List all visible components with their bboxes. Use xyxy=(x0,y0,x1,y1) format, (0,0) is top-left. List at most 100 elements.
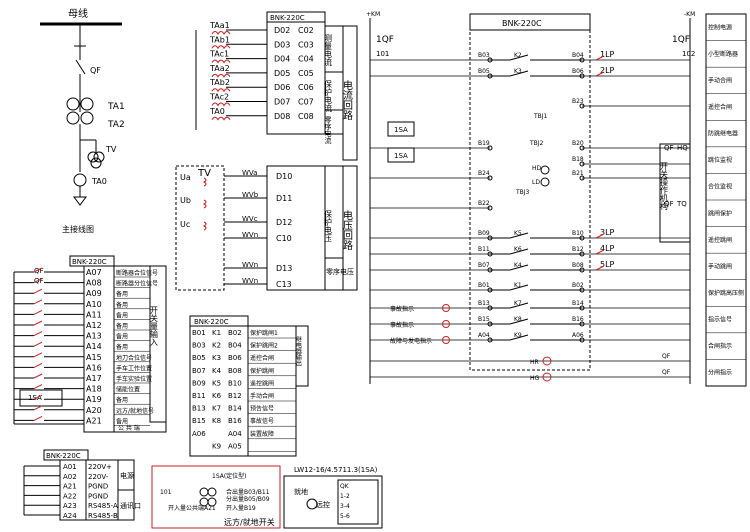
vt-prot-label: 保护电压 xyxy=(324,209,333,243)
pin-left-label: B09 xyxy=(478,230,490,237)
qf-b: QF xyxy=(664,200,674,208)
k-label: K7 xyxy=(514,300,522,307)
k-label: K6 xyxy=(514,246,522,253)
relay-term-b: B16 xyxy=(228,417,242,425)
uc-label: Uc xyxy=(180,220,190,229)
pin-left-label: B11 xyxy=(478,246,490,253)
ct-ta0: TA0 xyxy=(73,173,107,187)
qf-a: QF xyxy=(664,144,674,152)
relay-term-a: B05 xyxy=(192,354,206,362)
vt-term: D11 xyxy=(276,194,292,203)
lw-c1: 就地 xyxy=(294,487,308,496)
ua-label: Ua xyxy=(180,173,191,182)
ct-term-right: C03 xyxy=(298,40,314,49)
pin-right-label: B18 xyxy=(572,156,584,163)
pin-left-label: B22 xyxy=(478,200,490,207)
legend-item: 手动跳闸 xyxy=(708,262,732,270)
sa-1: 1SA xyxy=(394,126,408,134)
remote-line2: 分出量B05/B09 xyxy=(226,495,270,503)
pin-left-label: B13 xyxy=(478,300,490,307)
lamp-qf2: QF xyxy=(662,369,671,376)
input-desc: 地刀合位信号 xyxy=(116,354,152,362)
signal-label: 事故指示 xyxy=(390,305,414,313)
ct-term-right: C06 xyxy=(298,83,314,92)
svg-text:TA1: TA1 xyxy=(107,102,125,112)
ct-label: TAa1 xyxy=(209,21,230,30)
lw-r3: 5-6 xyxy=(340,513,350,520)
ct-term-right: C04 xyxy=(298,55,314,64)
lp-label: 4LP xyxy=(600,244,615,253)
tq: TQ xyxy=(676,200,687,208)
ct-label: TAc1 xyxy=(209,50,229,59)
ct-term-left: D02 xyxy=(274,26,290,35)
power-desc: PGND xyxy=(88,492,108,500)
power-grp1: 电源 xyxy=(120,471,134,480)
hg-label: HG xyxy=(530,375,540,382)
ct-term-left: D03 xyxy=(274,40,290,49)
relay-k: K7 xyxy=(212,405,221,413)
inputs-sa: 1SA xyxy=(28,394,42,402)
relay-desc: 保护跳闸2 xyxy=(250,342,278,350)
relay-term-b: B08 xyxy=(228,367,242,375)
signal-label: 故障与发电指示 xyxy=(390,337,432,345)
ct-meas-label: 测量电流 xyxy=(324,34,333,67)
pin-right-label: B06 xyxy=(572,68,584,75)
relay-desc: 保护跳闸1 xyxy=(250,329,278,337)
vt-term: D12 xyxy=(276,218,292,227)
signal-lamp xyxy=(442,320,450,328)
main-wiring-diagram: 母线 QF TA1 TA2 TV TA0 主接线图 xyxy=(40,7,125,234)
pin-left-label: B05 xyxy=(478,68,490,75)
relay-desc: 保护跳闸 xyxy=(250,367,274,375)
legend-item: 合闸指示 xyxy=(708,342,732,350)
qf-plus: 1QF xyxy=(376,35,394,45)
sa-2: 1SA xyxy=(394,152,408,160)
vt-wire: WVa xyxy=(242,169,257,177)
relay-term-a: B07 xyxy=(192,367,206,375)
input-term: A11 xyxy=(86,310,102,319)
ub-label: Ub xyxy=(180,196,191,205)
lw-hdr: QK xyxy=(340,483,350,490)
relay-k: K6 xyxy=(212,392,222,400)
relay-desc: 事故信号 xyxy=(250,417,274,425)
lw-r1: 1-2 xyxy=(340,493,350,500)
ct-label: TAb2 xyxy=(209,78,230,87)
ct-label: TAa2 xyxy=(209,64,230,73)
k-label: K9 xyxy=(514,332,522,339)
vt-term: D13 xyxy=(276,264,292,273)
pin-right-label: B20 xyxy=(572,140,584,147)
k-label: K8 xyxy=(514,316,522,323)
ct-term-left: D07 xyxy=(274,98,290,107)
input-desc: 断路器分位信号 xyxy=(116,280,158,288)
pin-left-label: B24 xyxy=(478,170,490,177)
vt-tv: TV xyxy=(87,145,117,169)
input-term: A15 xyxy=(86,353,102,362)
relay-k: K9 xyxy=(212,442,221,450)
relay-k: K8 xyxy=(212,417,221,425)
relay-header: BNK-220C xyxy=(194,318,229,326)
relay-term-a: B13 xyxy=(192,405,206,413)
inputs-side-label: 开关量输入 xyxy=(150,306,159,346)
input-term: A14 xyxy=(86,342,102,351)
input-term: A17 xyxy=(86,374,102,383)
input-term: A12 xyxy=(86,321,102,330)
k-label: K1 xyxy=(514,282,522,289)
power-desc: 220V+ xyxy=(88,463,112,471)
svg-text:TA2: TA2 xyxy=(107,120,125,130)
